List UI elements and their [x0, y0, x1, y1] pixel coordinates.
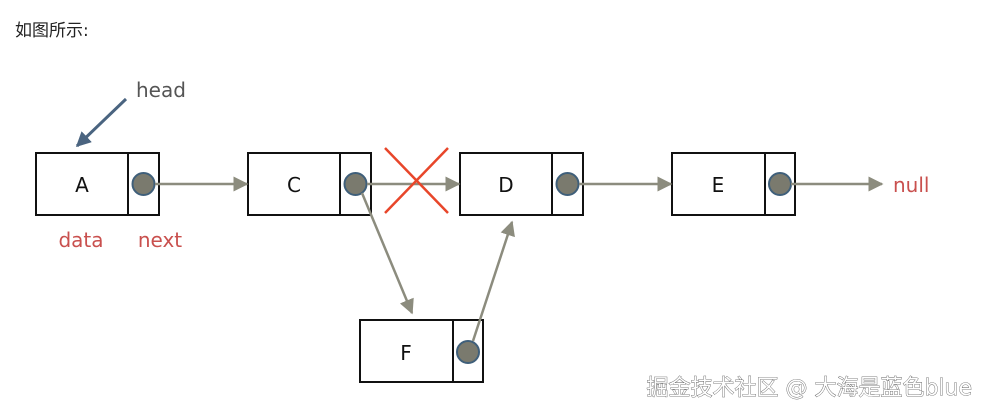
node-f-next-pointer [456, 340, 480, 364]
node-d-label: D [498, 173, 513, 197]
watermark: 掘金技术社区 @ 大海是蓝色blue [646, 376, 972, 401]
node-f-label: F [400, 341, 412, 365]
node-e-label: E [712, 173, 725, 197]
node-a-next-pointer [131, 172, 156, 196]
data-field-label: data [58, 228, 103, 252]
next-field-label: next [138, 228, 182, 252]
node-a-label: A [75, 173, 89, 197]
head-pointer-arrow [75, 97, 128, 148]
node-d-next-pointer [555, 172, 580, 196]
node-c-label: C [287, 173, 301, 197]
node-d: D [459, 152, 584, 216]
node-c: C [247, 152, 372, 216]
node-a: A [35, 152, 160, 216]
null-label: null [893, 173, 929, 197]
node-e: E [671, 152, 796, 216]
head-label: head [136, 78, 186, 102]
node-e-next-pointer [768, 172, 792, 196]
node-c-next-pointer [343, 172, 368, 196]
link-c-to-f [360, 192, 414, 315]
node-f: F [359, 319, 484, 383]
intro-text: 如图所示: [15, 21, 89, 41]
link-f-to-d [471, 220, 515, 342]
removed-link-cross [384, 147, 449, 214]
